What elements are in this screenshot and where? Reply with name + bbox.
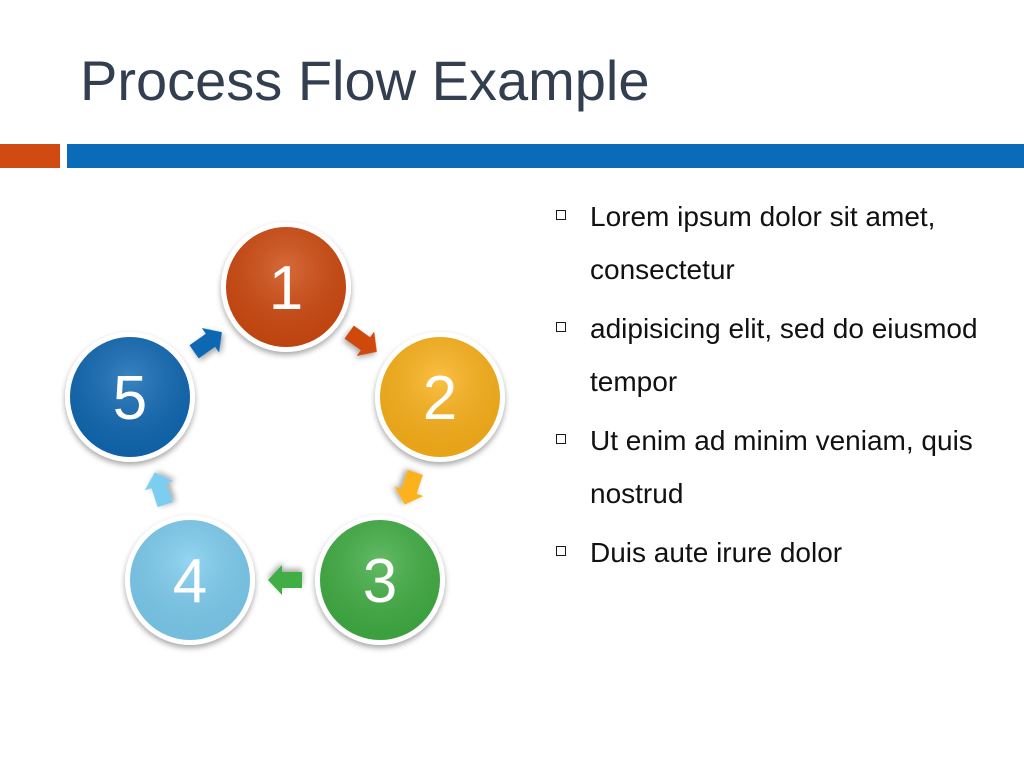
step-number: 5 — [113, 364, 147, 433]
connector-arrow-4 — [144, 472, 174, 508]
accent-bar-orange — [0, 144, 60, 168]
accent-bar-blue — [67, 144, 1024, 168]
connector-arrow-1 — [344, 325, 377, 356]
step-circle-5: 5 — [65, 332, 195, 462]
step-circle-gloss — [226, 227, 346, 347]
connector-arrows — [144, 325, 424, 595]
step-circle-gloss — [70, 337, 190, 457]
step-circle-gloss — [380, 337, 500, 457]
connector-arrow-5 — [189, 328, 222, 359]
step-circle-gloss — [130, 520, 250, 640]
bullet-text: Lorem ipsum dolor sit amet, consectetur — [590, 201, 936, 285]
bullet-square-icon — [556, 210, 566, 220]
bullet-item: Ut enim ad minim veniam, quis nostrud — [552, 414, 992, 520]
bullet-list: Lorem ipsum dolor sit amet, consectetur … — [552, 190, 992, 585]
bullet-text: Duis aute irure dolor — [590, 537, 843, 568]
step-circle-4: 4 — [125, 515, 255, 645]
step-number: 2 — [423, 364, 457, 433]
bullet-item: adipisicing elit, sed do eiusmod tempor — [552, 302, 992, 408]
step-circle-gloss — [320, 520, 440, 640]
bullet-item: Duis aute irure dolor — [552, 526, 992, 579]
step-circles: 1 2 3 4 5 — [65, 222, 505, 645]
step-circle-3: 3 — [315, 515, 445, 645]
bullet-text: Ut enim ad minim veniam, quis nostrud — [590, 425, 973, 509]
step-number: 4 — [173, 547, 207, 616]
bullet-square-icon — [556, 322, 566, 332]
bullet-item: Lorem ipsum dolor sit amet, consectetur — [552, 190, 992, 296]
step-circle-1: 1 — [221, 222, 351, 352]
step-number: 3 — [363, 547, 397, 616]
connector-arrow-2 — [394, 469, 424, 505]
slide-title: Process Flow Example — [80, 49, 650, 112]
process-cycle-diagram: 1 2 3 4 5 — [65, 222, 505, 645]
connector-arrow-3 — [268, 565, 302, 595]
bullet-square-icon — [556, 434, 566, 444]
bullet-text: adipisicing elit, sed do eiusmod tempor — [590, 313, 978, 397]
step-circle-2: 2 — [375, 332, 505, 462]
bullet-square-icon — [556, 546, 566, 556]
step-number: 1 — [269, 254, 303, 323]
